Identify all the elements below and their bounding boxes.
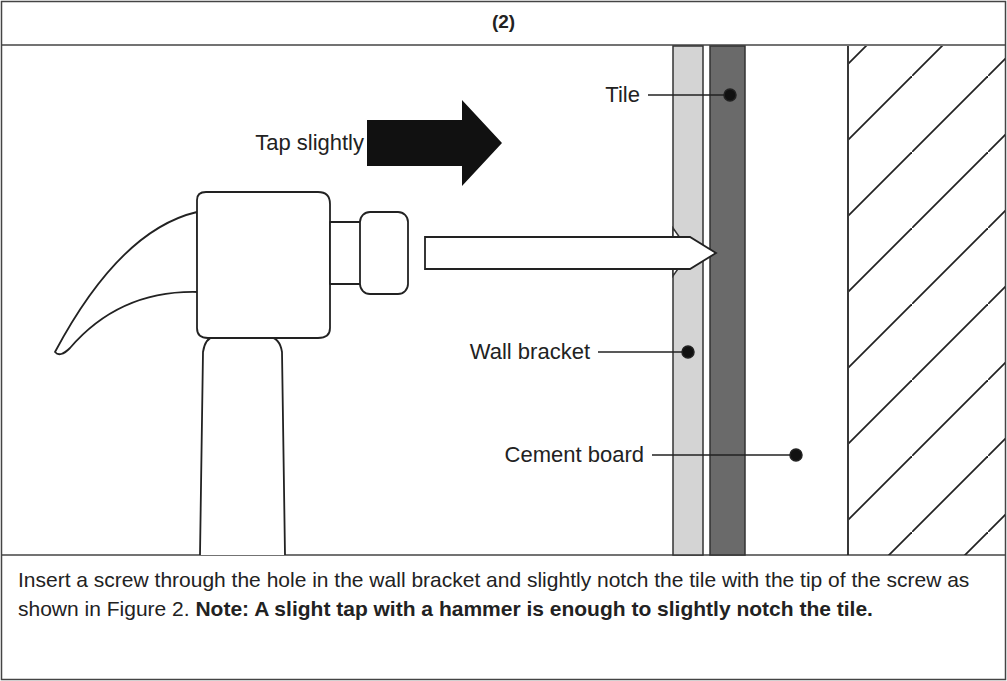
leaders xyxy=(598,89,802,461)
leader-line xyxy=(598,351,688,353)
panel-number: (2) xyxy=(0,11,1007,33)
leader-dot xyxy=(682,346,694,358)
hammer-claw xyxy=(55,212,198,354)
leader-dot xyxy=(790,449,802,461)
hammer-face xyxy=(360,212,408,294)
hammer-head xyxy=(197,192,330,338)
wall-bracket xyxy=(673,46,703,555)
tile xyxy=(710,46,745,555)
hammer-handle xyxy=(200,336,285,555)
part-label: Tile xyxy=(605,82,640,108)
leader-line xyxy=(652,454,796,456)
tap-arrow xyxy=(367,100,502,186)
leader-dot xyxy=(724,89,736,101)
note: Note: A slight tap with a hammer is enou… xyxy=(195,597,872,620)
cement-board-edge xyxy=(847,46,849,555)
part-label: Wall bracket xyxy=(470,339,590,365)
screw xyxy=(425,237,716,269)
wall-hatching xyxy=(849,46,1005,555)
leader-line xyxy=(648,94,730,96)
caption-paragraph: Insert a screw through the hole in the w… xyxy=(18,566,993,623)
hammer xyxy=(55,192,408,555)
hammer-neck xyxy=(330,222,362,284)
header-rule xyxy=(2,44,1006,46)
arrow-label: Tap slightly xyxy=(255,130,364,156)
part-label: Cement board xyxy=(505,442,644,468)
